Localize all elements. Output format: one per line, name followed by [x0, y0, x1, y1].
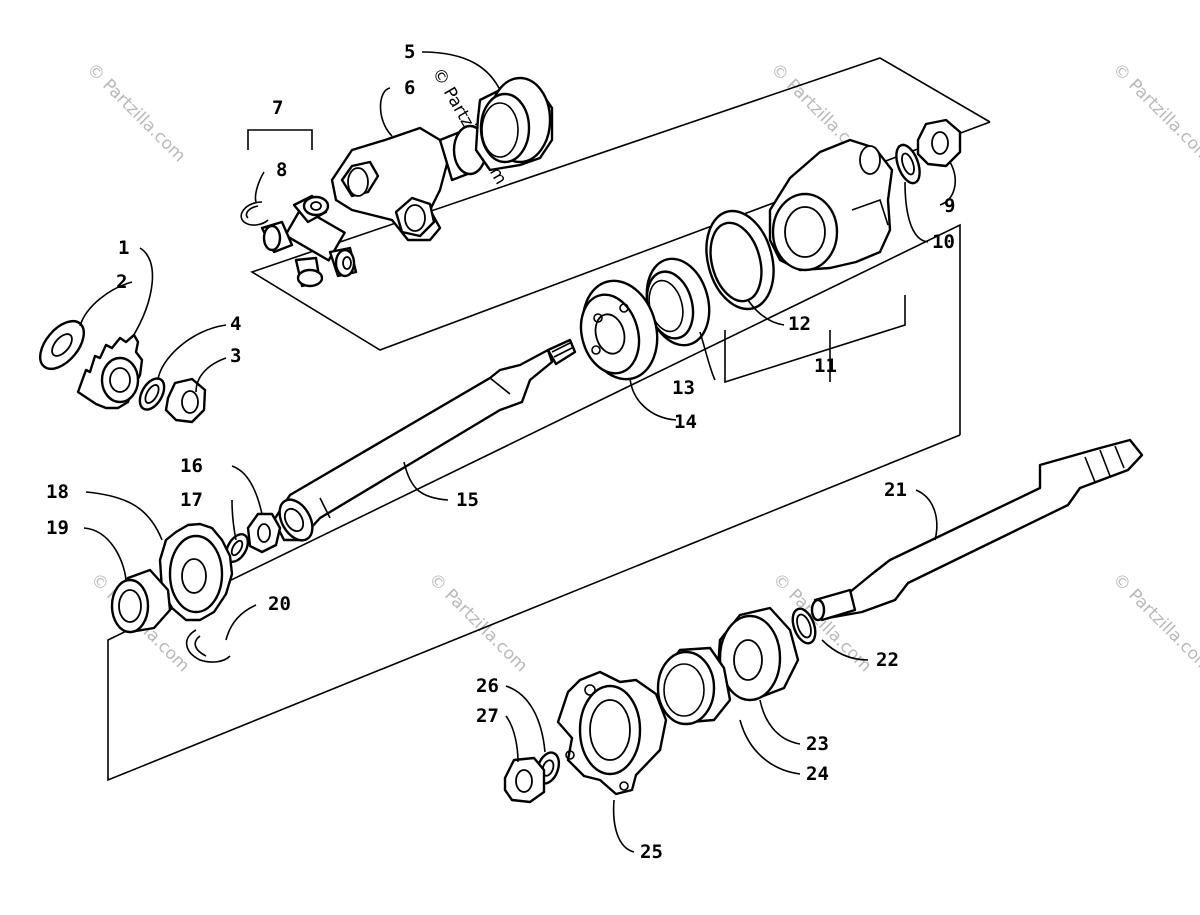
snap-ring-part-8-inner: [245, 205, 259, 219]
callout-20: 20: [268, 593, 291, 615]
bracket-11: [724, 295, 906, 384]
nut-part-27: [503, 756, 546, 804]
coupler-yoke-part-11: [768, 138, 894, 272]
callout-8: 8: [276, 159, 287, 181]
drive-shaft-part-21: [810, 438, 1144, 622]
callout-16: 16: [180, 455, 203, 477]
callout-25: 25: [640, 841, 663, 863]
callout-22: 22: [876, 649, 899, 671]
watermark: © Partzilla.com: [82, 59, 189, 166]
callout-17: 17: [180, 489, 203, 511]
callout-24: 24: [806, 763, 829, 785]
callout-2: 2: [116, 271, 127, 293]
callout-18: 18: [46, 481, 69, 503]
circlip-part-20-inner: [194, 635, 207, 657]
collar-part-19: [110, 568, 172, 634]
ring-seal-part-12: [705, 209, 775, 311]
assembly-bracket-lower: [107, 223, 961, 782]
callout-6: 6: [404, 77, 415, 99]
callout-11: 11: [814, 355, 837, 377]
nut-part-9: [916, 118, 962, 168]
callout-1: 1: [118, 237, 129, 259]
callout-labels: 1 2 3 4 5 6 7 8 9 10 11 12 13 14 15 16 1…: [46, 41, 955, 863]
callout-19: 19: [46, 517, 69, 539]
callout-21: 21: [884, 479, 907, 501]
nut-part-16: [246, 512, 282, 554]
yoke-part-6: [330, 124, 488, 242]
callout-4: 4: [230, 313, 241, 335]
callout-26: 26: [476, 675, 499, 697]
universal-joint-cross-part-7: [260, 194, 358, 288]
callout-3: 3: [230, 345, 241, 367]
watermark: © Partzilla.com: [1108, 569, 1200, 676]
washer-part-2: [39, 320, 85, 370]
callout-5: 5: [404, 41, 415, 63]
assembly-bracket-upper: [250, 57, 991, 351]
nut-part-3: [164, 377, 207, 424]
bracket-7: [247, 129, 313, 150]
callout-13: 13: [672, 377, 695, 399]
leader-lines: [79, 51, 956, 853]
callout-12: 12: [788, 313, 811, 335]
boot-part-5: [474, 76, 554, 172]
callout-15: 15: [456, 489, 479, 511]
sprocket-gear-part-18: [158, 522, 234, 622]
watermark: © Partzilla.com: [1108, 59, 1200, 166]
watermark: © Partzilla.com: [424, 569, 531, 676]
callout-9: 9: [944, 195, 955, 217]
flange-housing-part-25: [556, 670, 668, 796]
callout-23: 23: [806, 733, 829, 755]
oil-seal-part-13: [645, 257, 711, 347]
circlip-part-20: [185, 629, 231, 663]
callout-10: 10: [932, 231, 955, 253]
o-ring-part-22: [791, 607, 817, 645]
drive-shaft-part-15: [272, 338, 577, 542]
callout-7: 7: [272, 97, 283, 119]
callout-27: 27: [476, 705, 499, 727]
washer-part-10: [895, 143, 921, 185]
bevel-gear-part-1: [76, 333, 144, 410]
bearing-part-14: [579, 279, 659, 381]
seal-part-24: [656, 646, 732, 726]
callout-14: 14: [674, 411, 697, 433]
bearing-part-23: [716, 606, 800, 702]
snap-ring-part-8: [240, 201, 269, 226]
washer-part-4: [138, 377, 166, 411]
